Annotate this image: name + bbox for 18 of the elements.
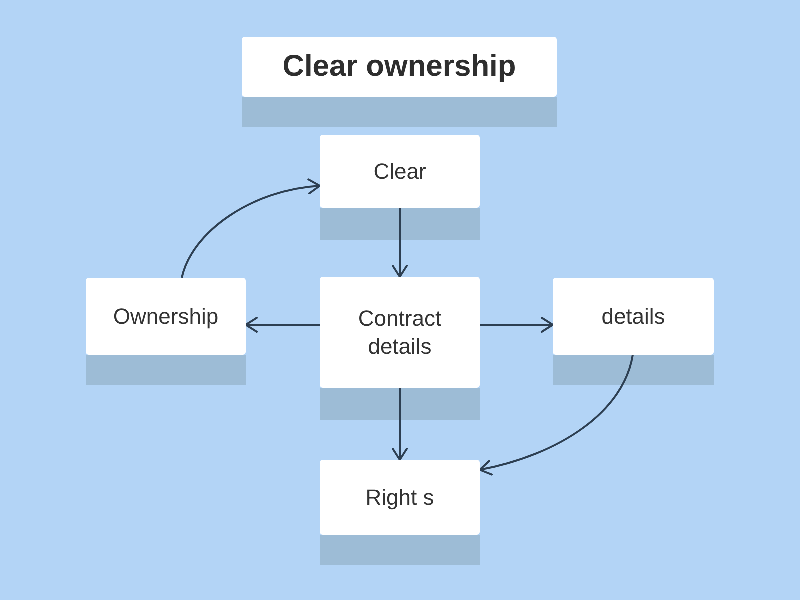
process-box [86,278,246,355]
process-box [320,135,480,208]
arrow [245,317,320,333]
node-label: Clear [374,158,426,186]
arrow [392,388,408,461]
process-box [553,278,714,355]
node-label: Clear ownership [282,49,516,86]
node-label: Contract details [357,305,443,360]
node-label: Ownership [113,302,219,330]
process-box [320,277,480,388]
process-box [320,460,480,535]
arrow [392,208,408,278]
arrow [181,179,321,278]
arrow [480,317,554,333]
node-label: Right s [366,484,434,512]
arrow [479,354,634,476]
heading-box [242,37,557,97]
node-label: details [602,302,666,330]
